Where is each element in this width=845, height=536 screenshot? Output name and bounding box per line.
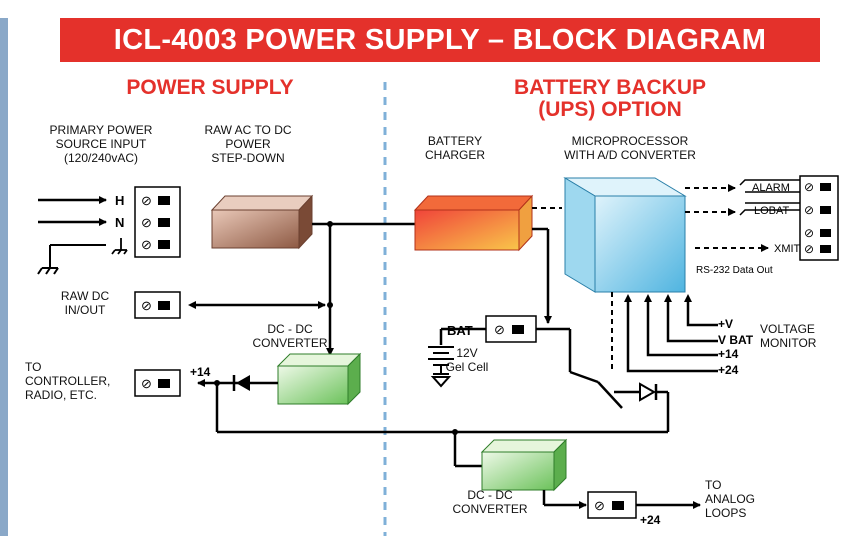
voltage-monitor-line1: VOLTAGE	[760, 322, 815, 336]
battery-charger-line2: CHARGER	[424, 148, 485, 162]
to-analog-line3: LOOPS	[705, 506, 747, 520]
raw-ac-label: RAW AC TO DC POWER STEP-DOWN	[188, 123, 308, 165]
xmit-label: XMIT	[774, 243, 801, 255]
section-battery-backup-line1: BATTERY BACKUP	[513, 76, 707, 99]
plus24-bottom: +24	[640, 513, 661, 527]
section-battery-backup: BATTERY BACKUP (UPS) OPTION	[470, 77, 750, 121]
svg-text:⊘: ⊘	[804, 242, 814, 256]
svg-text:⊘: ⊘	[804, 180, 814, 194]
switch-lead	[569, 370, 599, 384]
raw-ac-line2: POWER	[225, 137, 271, 151]
svg-text:⊘: ⊘	[804, 226, 814, 240]
primary-power-line1: PRIMARY POWER	[49, 123, 153, 137]
svg-text:⊘: ⊘	[141, 298, 152, 313]
terminal-symbol: ⊘	[141, 237, 152, 252]
title-banner: ICL-4003 POWER SUPPLY – BLOCK DIAGRAM	[60, 18, 820, 62]
svg-text:⊘: ⊘	[494, 322, 505, 337]
alarm-label: ALARM	[752, 182, 790, 194]
battery-charger-line1: BATTERY	[427, 134, 483, 148]
voltage-monitor-label: VOLTAGE MONITOR	[760, 322, 845, 350]
svg-text:⊘: ⊘	[594, 498, 605, 513]
bat-label: BAT	[447, 323, 473, 338]
controller-terminal: ⊘	[134, 369, 181, 397]
raw-ac-line1: RAW AC TO DC	[204, 123, 292, 137]
primary-power-line3: (120/240vAC)	[63, 151, 139, 165]
battery-label: 12V Gel Cell	[437, 346, 497, 374]
battery-icon	[428, 346, 454, 388]
terminal-n-label: N	[115, 215, 124, 230]
dcdc-lower-line2: CONVERTER	[452, 502, 528, 516]
battery-charger-box	[413, 194, 534, 252]
to-analog-line2: ANALOG	[705, 492, 756, 506]
diode-icon	[639, 382, 658, 402]
voltage-monitor-wires	[626, 300, 718, 373]
svg-text:⊘: ⊘	[141, 376, 152, 391]
section-battery-backup-line2: (UPS) OPTION	[538, 98, 682, 121]
dcdc-lower-label: DC - DC CONVERTER	[440, 488, 540, 516]
analog-terminal: ⊘	[587, 491, 637, 519]
microprocessor-box	[563, 177, 687, 293]
raw-dc-line2: IN/OUT	[64, 303, 106, 317]
to-analog-line1: TO	[705, 478, 722, 492]
battery-charger-label: BATTERY CHARGER	[410, 134, 500, 162]
to-controller-line3: RADIO, ETC.	[25, 388, 98, 402]
plus14-left: +14	[190, 365, 211, 379]
switch-icon	[597, 381, 623, 409]
dcdc-lower-line1: DC - DC	[467, 488, 513, 502]
dcdc-upper-line2: CONVERTER	[252, 336, 328, 350]
monitor-v: +V	[718, 317, 733, 331]
voltage-monitor-line2: MONITOR	[760, 336, 817, 350]
input-terminal-block: ⊘ ⊘ ⊘	[134, 186, 181, 258]
svg-text:⊘: ⊘	[804, 203, 814, 217]
raw-dc-label: RAW DC IN/OUT	[50, 289, 120, 317]
terminal-h-label: H	[115, 193, 124, 208]
raw-ac-line3: STEP-DOWN	[211, 151, 285, 165]
primary-power-line2: SOURCE INPUT	[55, 137, 147, 151]
ground-small-icon	[111, 238, 128, 255]
monitor-14: +14	[718, 347, 739, 361]
battery-line1: 12V	[456, 346, 478, 360]
monitor-24: +24	[718, 363, 739, 377]
output-terminal-block: ⊘ ⊘ ⊘ ⊘	[799, 175, 839, 261]
to-analog-label: TO ANALOG LOOPS	[705, 478, 785, 520]
lobat-label: LOBAT	[754, 205, 790, 217]
microprocessor-label: MICROPROCESSOR WITH A/D CONVERTER	[540, 134, 720, 162]
dcdc-upper-box	[276, 352, 362, 406]
section-power-supply: POWER SUPPLY	[126, 76, 294, 99]
monitor-vbat: V BAT	[718, 333, 754, 347]
raw-dc-line1: RAW DC	[60, 289, 110, 303]
terminal-symbol: ⊘	[141, 215, 152, 230]
primary-power-label: PRIMARY POWER SOURCE INPUT (120/240vAC)	[36, 123, 166, 165]
diode-icon	[232, 375, 250, 391]
dcdc-upper-line1: DC - DC	[267, 322, 313, 336]
to-controller-label: TO CONTROLLER, RADIO, ETC.	[25, 360, 125, 402]
microprocessor-line1: MICROPROCESSOR	[571, 134, 689, 148]
left-accent-bar	[0, 18, 8, 536]
raw-dc-terminal: ⊘	[134, 291, 181, 319]
dcdc-lower-box	[480, 438, 568, 492]
bat-terminal: ⊘	[485, 315, 537, 343]
microprocessor-line2: WITH A/D CONVERTER	[564, 148, 696, 162]
junction-dot	[327, 302, 333, 308]
ground-icon	[37, 245, 59, 275]
step-down-box	[210, 194, 314, 250]
rs232-label: RS-232 Data Out	[696, 265, 773, 276]
voltage-monitor-arrowheads	[624, 294, 692, 302]
to-controller-line1: TO	[25, 360, 42, 374]
dcdc-upper-label: DC - DC CONVERTER	[240, 322, 340, 350]
to-controller-line2: CONTROLLER,	[25, 374, 111, 388]
relay-contacts	[739, 179, 800, 216]
terminal-symbol: ⊘	[141, 193, 152, 208]
junction-dot	[214, 380, 220, 386]
battery-line2: Gel Cell	[445, 360, 489, 374]
diagram-title: ICL-4003 POWER SUPPLY – BLOCK DIAGRAM	[113, 23, 767, 56]
